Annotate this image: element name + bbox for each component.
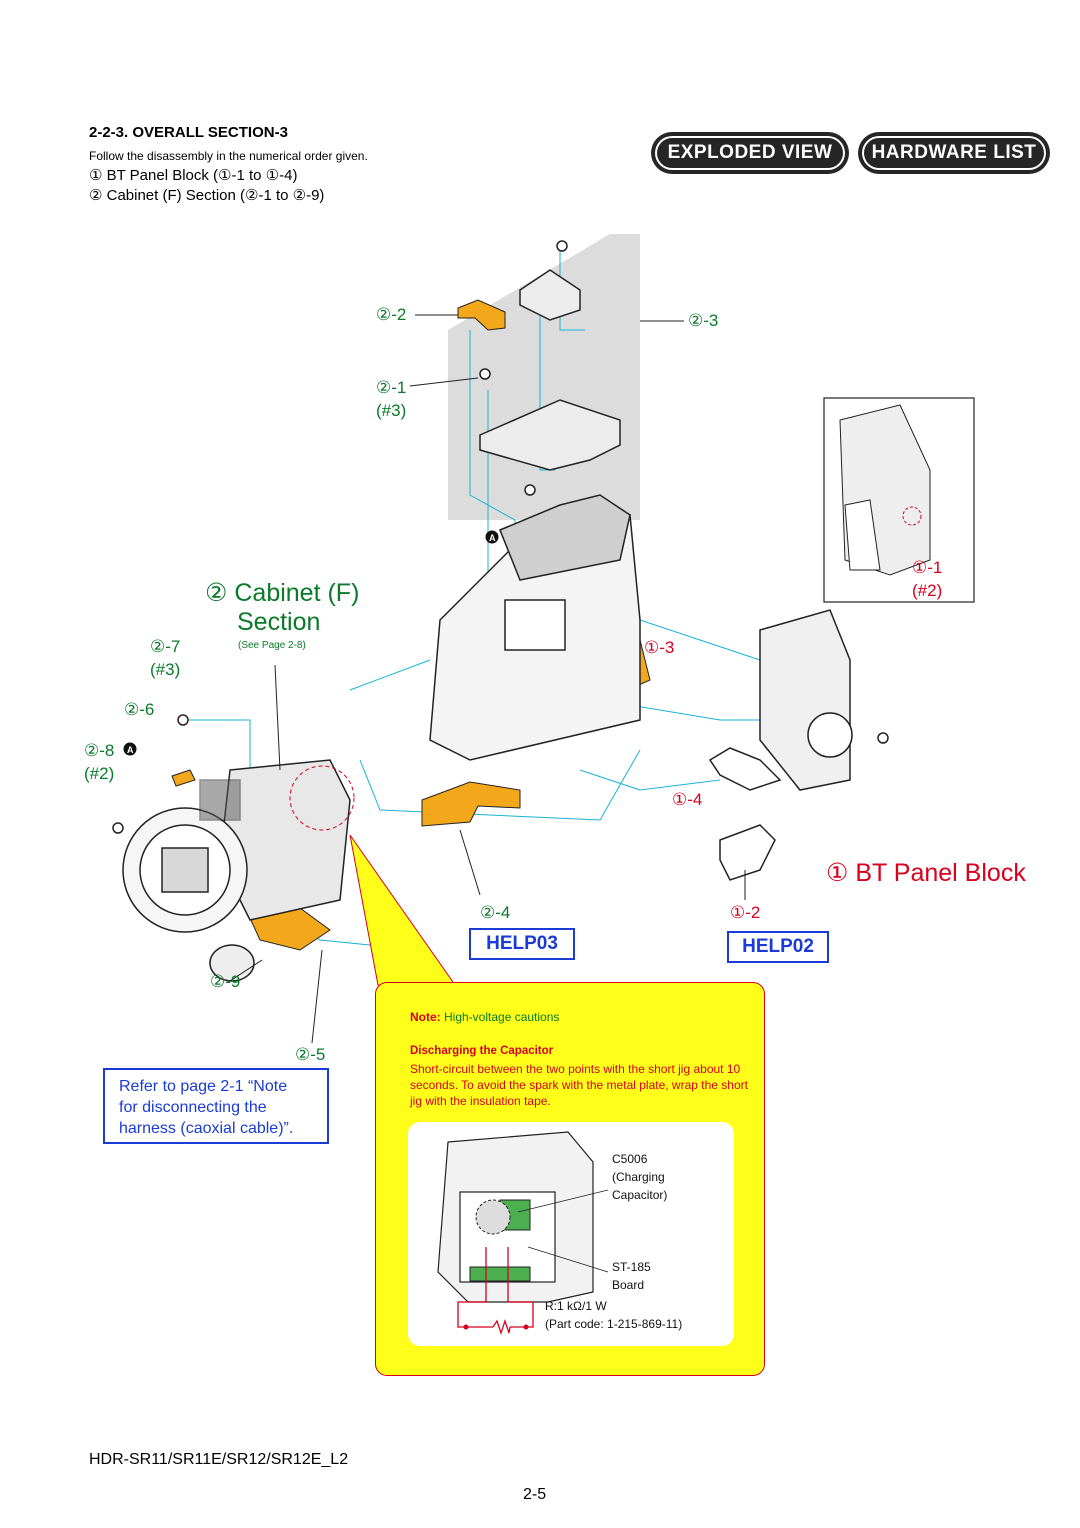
note-line: Note: High-voltage cautions	[410, 1010, 559, 1024]
discharging-body: Short-circuit between the two points wit…	[410, 1062, 748, 1108]
board-label-1: ST-185	[612, 1260, 651, 1274]
top-bracket	[479, 269, 621, 471]
capacitor-label-2: (Charging	[612, 1170, 665, 1184]
label-2-5: ②-5	[295, 1045, 326, 1064]
marker-a-label-1: A	[489, 533, 496, 543]
leader-lines	[229, 314, 746, 1044]
cabinet-f-title: ② Cabinet (F)	[205, 579, 360, 607]
cabinet-section-title: Section	[237, 608, 321, 636]
label-2-1: ②-1	[376, 378, 407, 397]
bt-panel-block-title: ① BT Panel Block	[826, 859, 1026, 887]
label-1-3: ①-3	[644, 638, 675, 657]
board-label-2: Board	[612, 1278, 645, 1292]
hardware-list-button[interactable]: HARDWARE LIST	[862, 136, 1046, 170]
label-2-4: ②-4	[480, 903, 511, 922]
label-2-8: ②-8	[84, 741, 115, 760]
label-2-7: ②-7	[150, 637, 181, 656]
label-1-1-screw: (#2)	[912, 581, 943, 600]
page-number: 2-5	[523, 1486, 547, 1503]
label-2-9: ②-9	[210, 972, 241, 991]
capacitor-board-drawing	[437, 1131, 609, 1336]
step-cabinet-f: ② Cabinet (F) Section (②-1 to ②-9)	[89, 187, 325, 204]
see-page-note: (See Page 2-8)	[238, 640, 306, 651]
label-2-1-screw: (#3)	[376, 401, 407, 420]
bt-panel-block	[708, 609, 853, 881]
label-2-8-screw: (#2)	[84, 764, 115, 783]
label-2-3: ②-3	[688, 311, 719, 330]
refer-note-box: Refer to page 2-1 “Note for disconnectin…	[103, 1068, 329, 1144]
refer-note-line-2: for disconnecting the	[119, 1099, 267, 1116]
help02-link[interactable]: HELP02	[727, 931, 829, 963]
screws	[112, 240, 889, 834]
capacitor-label-3: Capacitor)	[612, 1188, 668, 1202]
model-number: HDR-SR11/SR11E/SR12/SR12E_L2	[89, 1451, 349, 1468]
label-1-4: ①-4	[672, 790, 703, 809]
note-text: High-voltage cautions	[440, 1010, 560, 1024]
lens-unit	[122, 759, 351, 982]
help03-link[interactable]: HELP03	[469, 928, 575, 960]
label-2-6: ②-6	[124, 700, 155, 719]
capacitor-highlight	[289, 765, 355, 831]
resistor-spec: R:1 kΩ/1 W	[545, 1299, 607, 1313]
refer-note-line-1: Refer to page 2-1 “Note	[119, 1078, 288, 1095]
label-2-2: ②-2	[376, 305, 407, 324]
inset-bt-drawing	[839, 404, 931, 576]
marker-a-label-2: A	[127, 745, 134, 755]
resistor-part-code: (Part code: 1-215-869-11)	[545, 1317, 683, 1331]
label-1-2: ①-2	[730, 903, 761, 922]
discharging-heading: Discharging the Capacitor	[410, 1045, 554, 1057]
step-bt-panel: ① BT Panel Block (①-1 to ①-4)	[89, 167, 298, 184]
callout-wedge	[349, 834, 456, 986]
cabinet-body	[429, 494, 641, 761]
refer-note-line-3: harness (caoxial cable)”.	[119, 1120, 294, 1137]
highlight-circle	[902, 506, 922, 526]
note-label: Note:	[410, 1010, 441, 1024]
label-2-7-screw: (#3)	[150, 660, 181, 679]
exploded-view-button[interactable]: EXPLODED VIEW	[655, 136, 845, 170]
capacitor-c5006	[475, 1199, 511, 1235]
instruction-text: Follow the disassembly in the numerical …	[89, 149, 368, 163]
label-1-1: ①-1	[912, 558, 943, 577]
marker-a-icons	[123, 530, 499, 756]
section-title: 2-2-3. OVERALL SECTION-3	[89, 124, 288, 141]
capacitor-label-1: C5006	[612, 1152, 648, 1166]
